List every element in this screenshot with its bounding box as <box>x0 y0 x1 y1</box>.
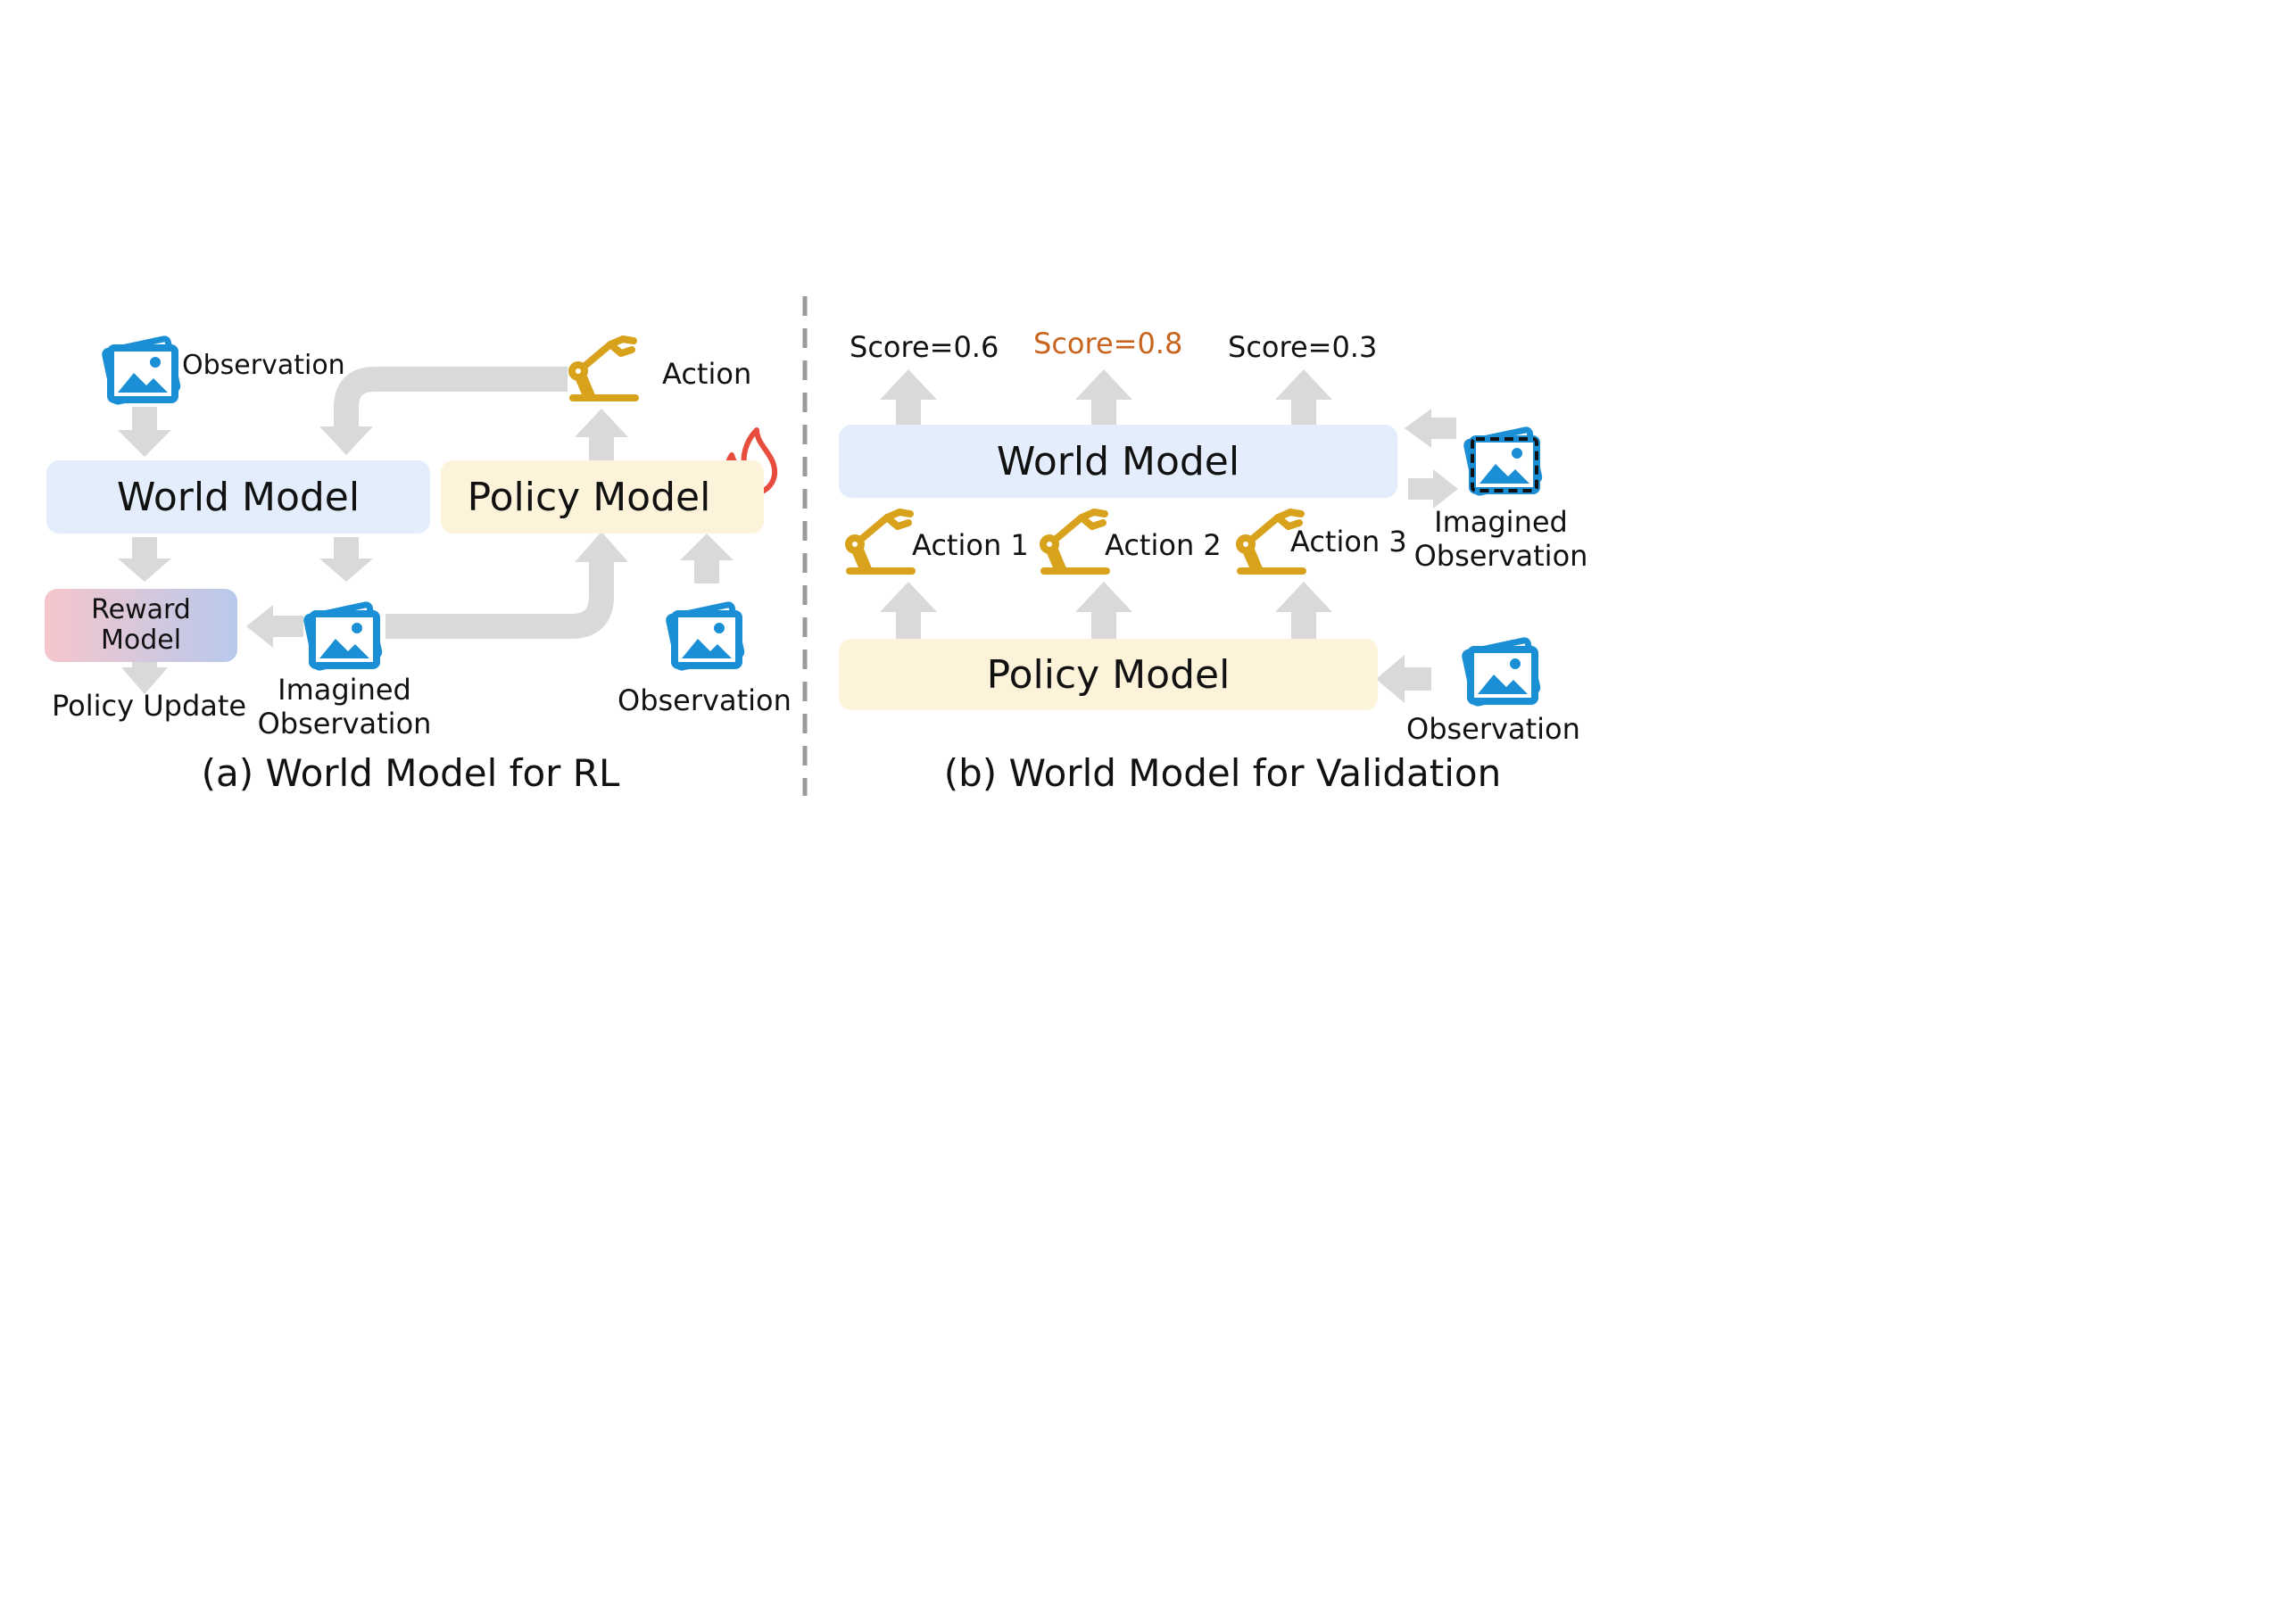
robot-arm-icon <box>1043 512 1107 571</box>
panel-a-caption: (a) World Model for RL <box>201 751 620 795</box>
score-label-1: Score=0.6 <box>850 330 999 364</box>
imagined-observation-label-line1: Imagined <box>1434 505 1568 539</box>
policy-model-label: Policy Model <box>467 474 711 520</box>
score-label-3: Score=0.3 <box>1228 330 1378 364</box>
arrow-group <box>118 369 1458 703</box>
imagined-observation-label-line2: Observation <box>1413 539 1588 573</box>
action-1-label: Action 1 <box>912 528 1029 562</box>
policy-update-label: Policy Update <box>52 689 247 723</box>
action-2-label: Action 2 <box>1105 528 1222 562</box>
imagined-observation-label-line1: Imagined <box>278 673 411 707</box>
reward-model-label-line1: Reward <box>91 593 191 625</box>
reward-model-box: Reward Model <box>45 589 237 662</box>
imagined-observation-label-line2: Observation <box>257 707 432 741</box>
observation-label: Observation <box>618 683 792 717</box>
robot-arm-icon <box>849 512 912 571</box>
world-model-box: World Model <box>46 460 430 534</box>
image-icon <box>1464 640 1538 704</box>
action-3-label: Action 3 <box>1290 525 1407 559</box>
policy-model-label: Policy Model <box>986 651 1231 698</box>
observation-label: Observation <box>1406 712 1580 746</box>
robot-arm-icon <box>572 339 635 398</box>
observation-label: Observation <box>182 350 345 381</box>
reward-model-label-line2: Model <box>100 625 182 656</box>
action-label: Action <box>662 357 752 391</box>
score-label-2-highlight: Score=0.8 <box>1033 327 1183 360</box>
world-model-box: World Model <box>839 425 1397 498</box>
image-icon <box>104 338 178 402</box>
policy-model-box: Policy Model <box>441 460 764 534</box>
policy-model-box: Policy Model <box>839 639 1378 710</box>
imagined-image-icon <box>1463 426 1543 496</box>
world-model-label: World Model <box>116 474 361 520</box>
panel-b-caption: (b) World Model for Validation <box>943 751 1502 795</box>
image-icon <box>668 604 742 668</box>
world-model-label: World Model <box>996 438 1240 484</box>
image-icon <box>306 604 379 668</box>
